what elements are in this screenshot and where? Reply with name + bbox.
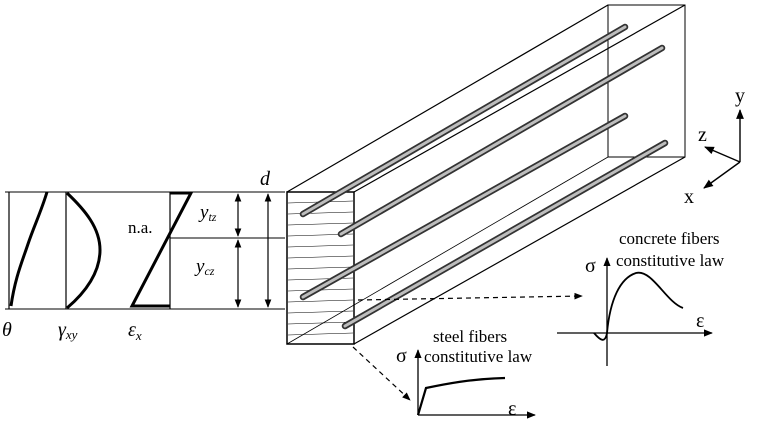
- beam-edge-bottom-left-hidden: [286, 156, 609, 345]
- leader-arrows: [352, 292, 583, 401]
- steel-leader-arrow: [352, 346, 411, 401]
- z-axis-label: z: [698, 124, 707, 146]
- beam-edge-bottom-right: [353, 156, 686, 345]
- concrete-law-title-1: concrete fibers: [619, 229, 720, 248]
- neutral-axis-label: n.a.: [128, 218, 153, 237]
- rebars: [299, 23, 669, 330]
- epsilon-strain-profile: [129, 191, 194, 308]
- steel-epsilon-label: ε: [508, 398, 516, 420]
- beam-3d: [286, 4, 686, 345]
- x-axis-label: x: [684, 186, 694, 208]
- beam-edge-top-left: [286, 4, 609, 193]
- ycz-label: ycz: [194, 256, 215, 278]
- x-axis-arrow: [703, 161, 741, 189]
- steel-law-plot: [414, 349, 536, 419]
- beam-edge-top-right: [353, 4, 686, 193]
- steel-law-title-1: steel fibers: [433, 327, 507, 346]
- section-profiles: [5, 191, 285, 310]
- epsilon-label: εx: [128, 319, 142, 343]
- steel-sigma-label: σ: [396, 345, 407, 367]
- concrete-leader-arrow: [357, 292, 583, 301]
- dimension-lines: [234, 193, 272, 308]
- ytz-label: ytz: [198, 202, 217, 224]
- gamma-profile-curve: [65, 191, 102, 310]
- concrete-sigma-label: σ: [585, 255, 596, 277]
- d-label: d: [260, 168, 271, 190]
- gamma-label: γxy: [58, 319, 78, 342]
- coordinate-axes: [703, 109, 744, 189]
- fiber-hatching: [287, 200, 354, 336]
- y-axis-label: y: [735, 85, 745, 107]
- z-axis-arrow: [704, 146, 741, 163]
- concrete-law-plot: [557, 257, 713, 366]
- steel-law-title-2: constitutive law: [424, 347, 533, 366]
- concrete-stress-strain-curve: [593, 272, 684, 341]
- theta-label: θ: [2, 319, 12, 341]
- theta-profile-curve: [9, 191, 49, 307]
- steel-stress-strain-curve: [416, 376, 506, 416]
- concrete-law-title-2: constitutive law: [616, 251, 725, 270]
- concrete-epsilon-label: ε: [696, 310, 704, 332]
